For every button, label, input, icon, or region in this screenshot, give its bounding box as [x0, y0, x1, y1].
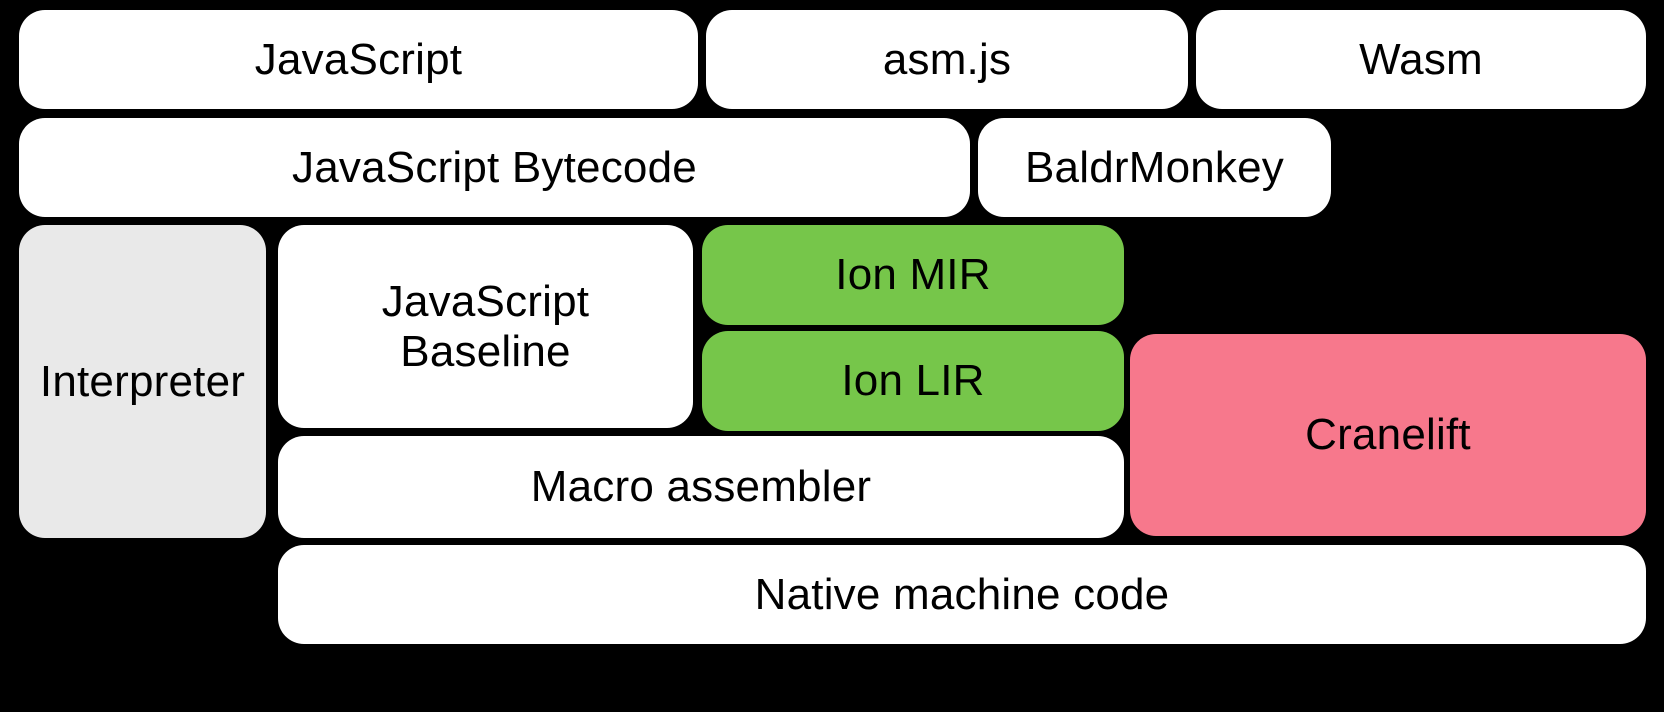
node-ion-lir[interactable]: Ion LIR [702, 331, 1124, 431]
node-native-machine-code[interactable]: Native machine code [278, 545, 1646, 644]
node-asm-js[interactable]: asm.js [706, 10, 1188, 109]
node-baldrmonkey[interactable]: BaldrMonkey [978, 118, 1331, 217]
node-javascript-baseline[interactable]: JavaScript Baseline [278, 225, 693, 428]
node-javascript-bytecode[interactable]: JavaScript Bytecode [19, 118, 970, 217]
node-javascript[interactable]: JavaScript [19, 10, 698, 109]
node-cranelift[interactable]: Cranelift [1130, 334, 1646, 536]
node-interpreter[interactable]: Interpreter [19, 225, 266, 538]
node-wasm[interactable]: Wasm [1196, 10, 1646, 109]
node-ion-mir[interactable]: Ion MIR [702, 225, 1124, 325]
node-macro-assembler[interactable]: Macro assembler [278, 436, 1124, 538]
